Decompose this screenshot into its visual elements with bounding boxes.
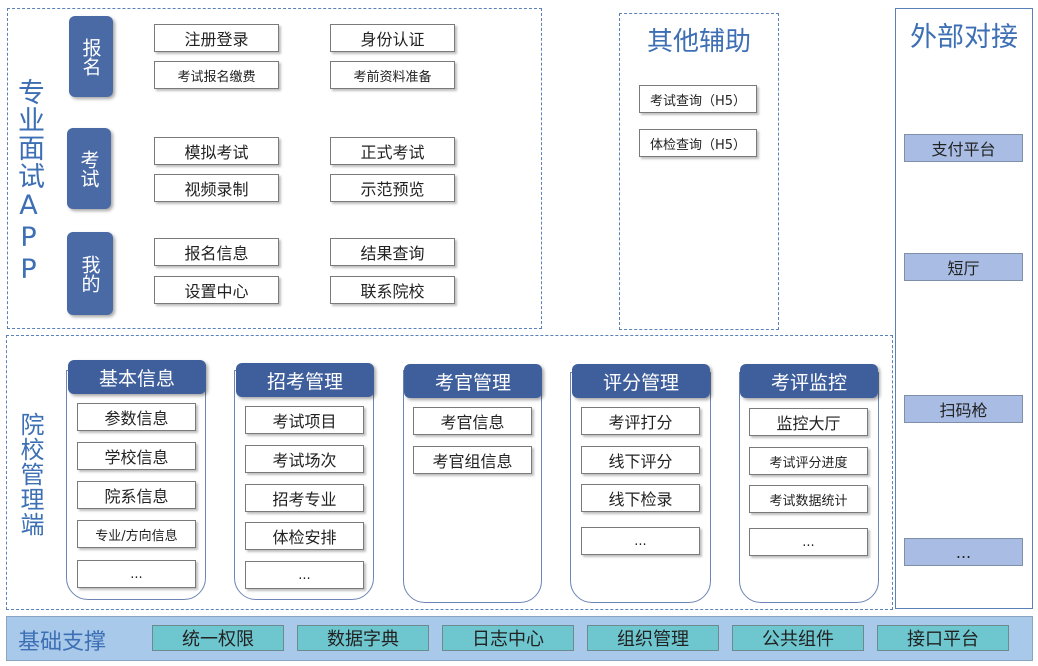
mock-exam-button[interactable]: 模拟考试 (154, 137, 279, 165)
log-center-button[interactable]: 日志中心 (442, 625, 574, 651)
other-section (619, 13, 779, 330)
payment-platform-button[interactable]: 支付平台 (904, 134, 1023, 162)
interface-platform-button[interactable]: 接口平台 (877, 625, 1009, 651)
column-scoring-header[interactable]: 评分管理 (572, 364, 710, 398)
medical-arrange-button[interactable]: 体检安排 (245, 522, 364, 550)
tab-mine[interactable]: 我的 (67, 232, 113, 315)
column-basic-info-header[interactable]: 基本信息 (68, 360, 206, 394)
enrollment-more-button[interactable]: ... (245, 561, 364, 589)
external-more-button[interactable]: ... (904, 538, 1023, 566)
register-login-button[interactable]: 注册登录 (154, 24, 279, 52)
offline-scoring-button[interactable]: 线下评分 (581, 446, 700, 474)
org-management-button[interactable]: 组织管理 (587, 625, 719, 651)
tab-exam[interactable]: 考试 (67, 128, 111, 209)
tab-mine-label: 我的 (78, 254, 101, 293)
monitoring-more-button[interactable]: ... (749, 528, 868, 556)
exam-session-button[interactable]: 考试场次 (245, 445, 364, 473)
data-dictionary-button[interactable]: 数据字典 (297, 625, 429, 651)
param-info-button[interactable]: 参数信息 (77, 403, 196, 431)
app-section (7, 8, 542, 329)
demo-preview-button[interactable]: 示范预览 (330, 174, 455, 202)
signup-info-button[interactable]: 报名信息 (154, 238, 279, 266)
scanner-button[interactable]: 扫码枪 (904, 395, 1023, 423)
identity-verify-button[interactable]: 身份认证 (330, 24, 455, 52)
department-info-button[interactable]: 院系信息 (77, 481, 196, 509)
tab-exam-label: 考试 (77, 149, 100, 188)
video-record-button[interactable]: 视频录制 (154, 174, 279, 202)
common-components-button[interactable]: 公共组件 (732, 625, 864, 651)
foundation-title: 基础支撑 (18, 630, 107, 655)
unified-auth-button[interactable]: 统一权限 (152, 625, 284, 651)
medical-query-h5-button[interactable]: 体检查询（H5） (639, 129, 757, 157)
monitor-hall-button[interactable]: 监控大厅 (749, 408, 868, 436)
exam-signup-pay-button[interactable]: 考试报名缴费 (154, 61, 279, 89)
tab-signup[interactable]: 报名 (69, 16, 113, 97)
column-examiner-header[interactable]: 考官管理 (404, 364, 542, 398)
column-monitoring-header[interactable]: 考评监控 (740, 364, 878, 398)
admin-section-title: 院校管理端 (16, 412, 44, 537)
enroll-major-button[interactable]: 招考专业 (245, 484, 364, 512)
pre-exam-prep-button[interactable]: 考前资料准备 (330, 61, 455, 89)
admin-section (6, 335, 893, 610)
settings-center-button[interactable]: 设置中心 (154, 276, 279, 304)
score-progress-button[interactable]: 考试评分进度 (749, 447, 868, 475)
basic-info-more-button[interactable]: ... (77, 560, 196, 588)
examiner-group-button[interactable]: 考官组信息 (413, 446, 532, 474)
exam-query-h5-button[interactable]: 考试查询（H5） (639, 85, 757, 113)
tab-signup-label: 报名 (79, 37, 102, 76)
exam-scoring-button[interactable]: 考评打分 (581, 407, 700, 435)
exam-stats-button[interactable]: 考试数据统计 (749, 485, 868, 513)
scoring-more-button[interactable]: ... (581, 527, 700, 555)
major-info-button[interactable]: 专业/方向信息 (77, 520, 196, 548)
column-enrollment-header[interactable]: 招考管理 (236, 363, 374, 397)
sms-hall-button[interactable]: 短厅 (904, 253, 1023, 281)
other-section-title: 其他辅助 (646, 27, 751, 57)
exam-project-button[interactable]: 考试项目 (245, 406, 364, 434)
contact-school-button[interactable]: 联系院校 (330, 276, 455, 304)
offline-checkin-button[interactable]: 线下检录 (581, 484, 700, 512)
examiner-info-button[interactable]: 考官信息 (413, 407, 532, 435)
formal-exam-button[interactable]: 正式考试 (330, 137, 455, 165)
result-query-button[interactable]: 结果查询 (330, 238, 455, 266)
external-section-title: 外部对接 (910, 22, 1018, 53)
app-section-title: 专业面试APP (13, 78, 44, 286)
school-info-button[interactable]: 学校信息 (77, 442, 196, 470)
column-examiner (403, 370, 542, 603)
external-section (895, 8, 1033, 609)
